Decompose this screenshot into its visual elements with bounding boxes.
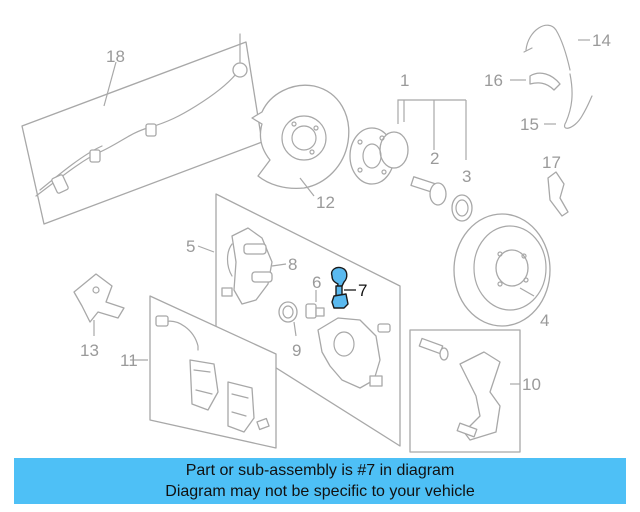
callout-8[interactable]: 8	[288, 255, 297, 274]
callout-15[interactable]: 15	[520, 115, 539, 134]
callout-11[interactable]: 11	[120, 351, 138, 370]
callout-12[interactable]: 12	[316, 193, 335, 212]
info-banner: Part or sub-assembly is #7 in diagram Di…	[14, 458, 626, 504]
banner-line-part: Part or sub-assembly is #7 in diagram	[185, 462, 455, 479]
parts-diagram: 18 12 1 2 3	[21, 24, 611, 453]
part-17-wear-sensor[interactable]: 17	[542, 153, 569, 217]
callout-9[interactable]: 9	[292, 341, 301, 360]
callout-5[interactable]: 5	[186, 237, 195, 256]
part-4-brake-disc[interactable]: 4	[453, 213, 551, 330]
callout-13[interactable]: 13	[80, 341, 99, 360]
callout-1[interactable]: 1	[400, 71, 409, 90]
callout-18[interactable]: 18	[106, 47, 125, 66]
part-10-carrier-kit[interactable]: 10	[409, 329, 541, 453]
callout-7[interactable]: 7	[358, 281, 367, 300]
callout-17[interactable]: 17	[542, 153, 561, 172]
part-12-splash-shield[interactable]: 12	[251, 84, 350, 212]
part-2-hub-bolt[interactable]: 2	[410, 149, 447, 206]
callout-2[interactable]: 2	[430, 149, 439, 168]
part-9-o-ring[interactable]: 9	[278, 301, 301, 360]
part-6-bleeder-screw[interactable]: 6	[305, 273, 325, 319]
part-14-brake-hose[interactable]: 14	[523, 24, 611, 71]
part-3-seal-ring[interactable]: 3	[451, 167, 473, 222]
part-1-wheel-hub[interactable]: 1	[349, 71, 467, 185]
part-13-mounting-bracket[interactable]: 13	[73, 273, 125, 360]
part-caliper-housing[interactable]	[317, 317, 391, 389]
part-7-guide-pin-bolt[interactable]: 7	[330, 266, 368, 309]
callout-4[interactable]: 4	[540, 311, 549, 330]
part-18-abs-sensor-group[interactable]: 18	[21, 33, 263, 225]
callout-3[interactable]: 3	[462, 167, 471, 186]
callout-6[interactable]: 6	[312, 273, 321, 292]
part-15-brake-line[interactable]: 15	[520, 73, 593, 134]
banner-line-disclaimer: Diagram may not be specific to your vehi…	[165, 483, 475, 500]
part-caliper-bolt-small[interactable]	[221, 287, 233, 297]
callout-16[interactable]: 16	[484, 71, 503, 90]
callout-14[interactable]: 14	[592, 31, 611, 50]
part-16-hose-bracket[interactable]: 16	[484, 71, 561, 91]
part-8-guide-assembly[interactable]: 8	[226, 227, 298, 305]
part-11-brake-pads[interactable]: 11	[120, 295, 277, 449]
callout-10[interactable]: 10	[522, 375, 541, 394]
